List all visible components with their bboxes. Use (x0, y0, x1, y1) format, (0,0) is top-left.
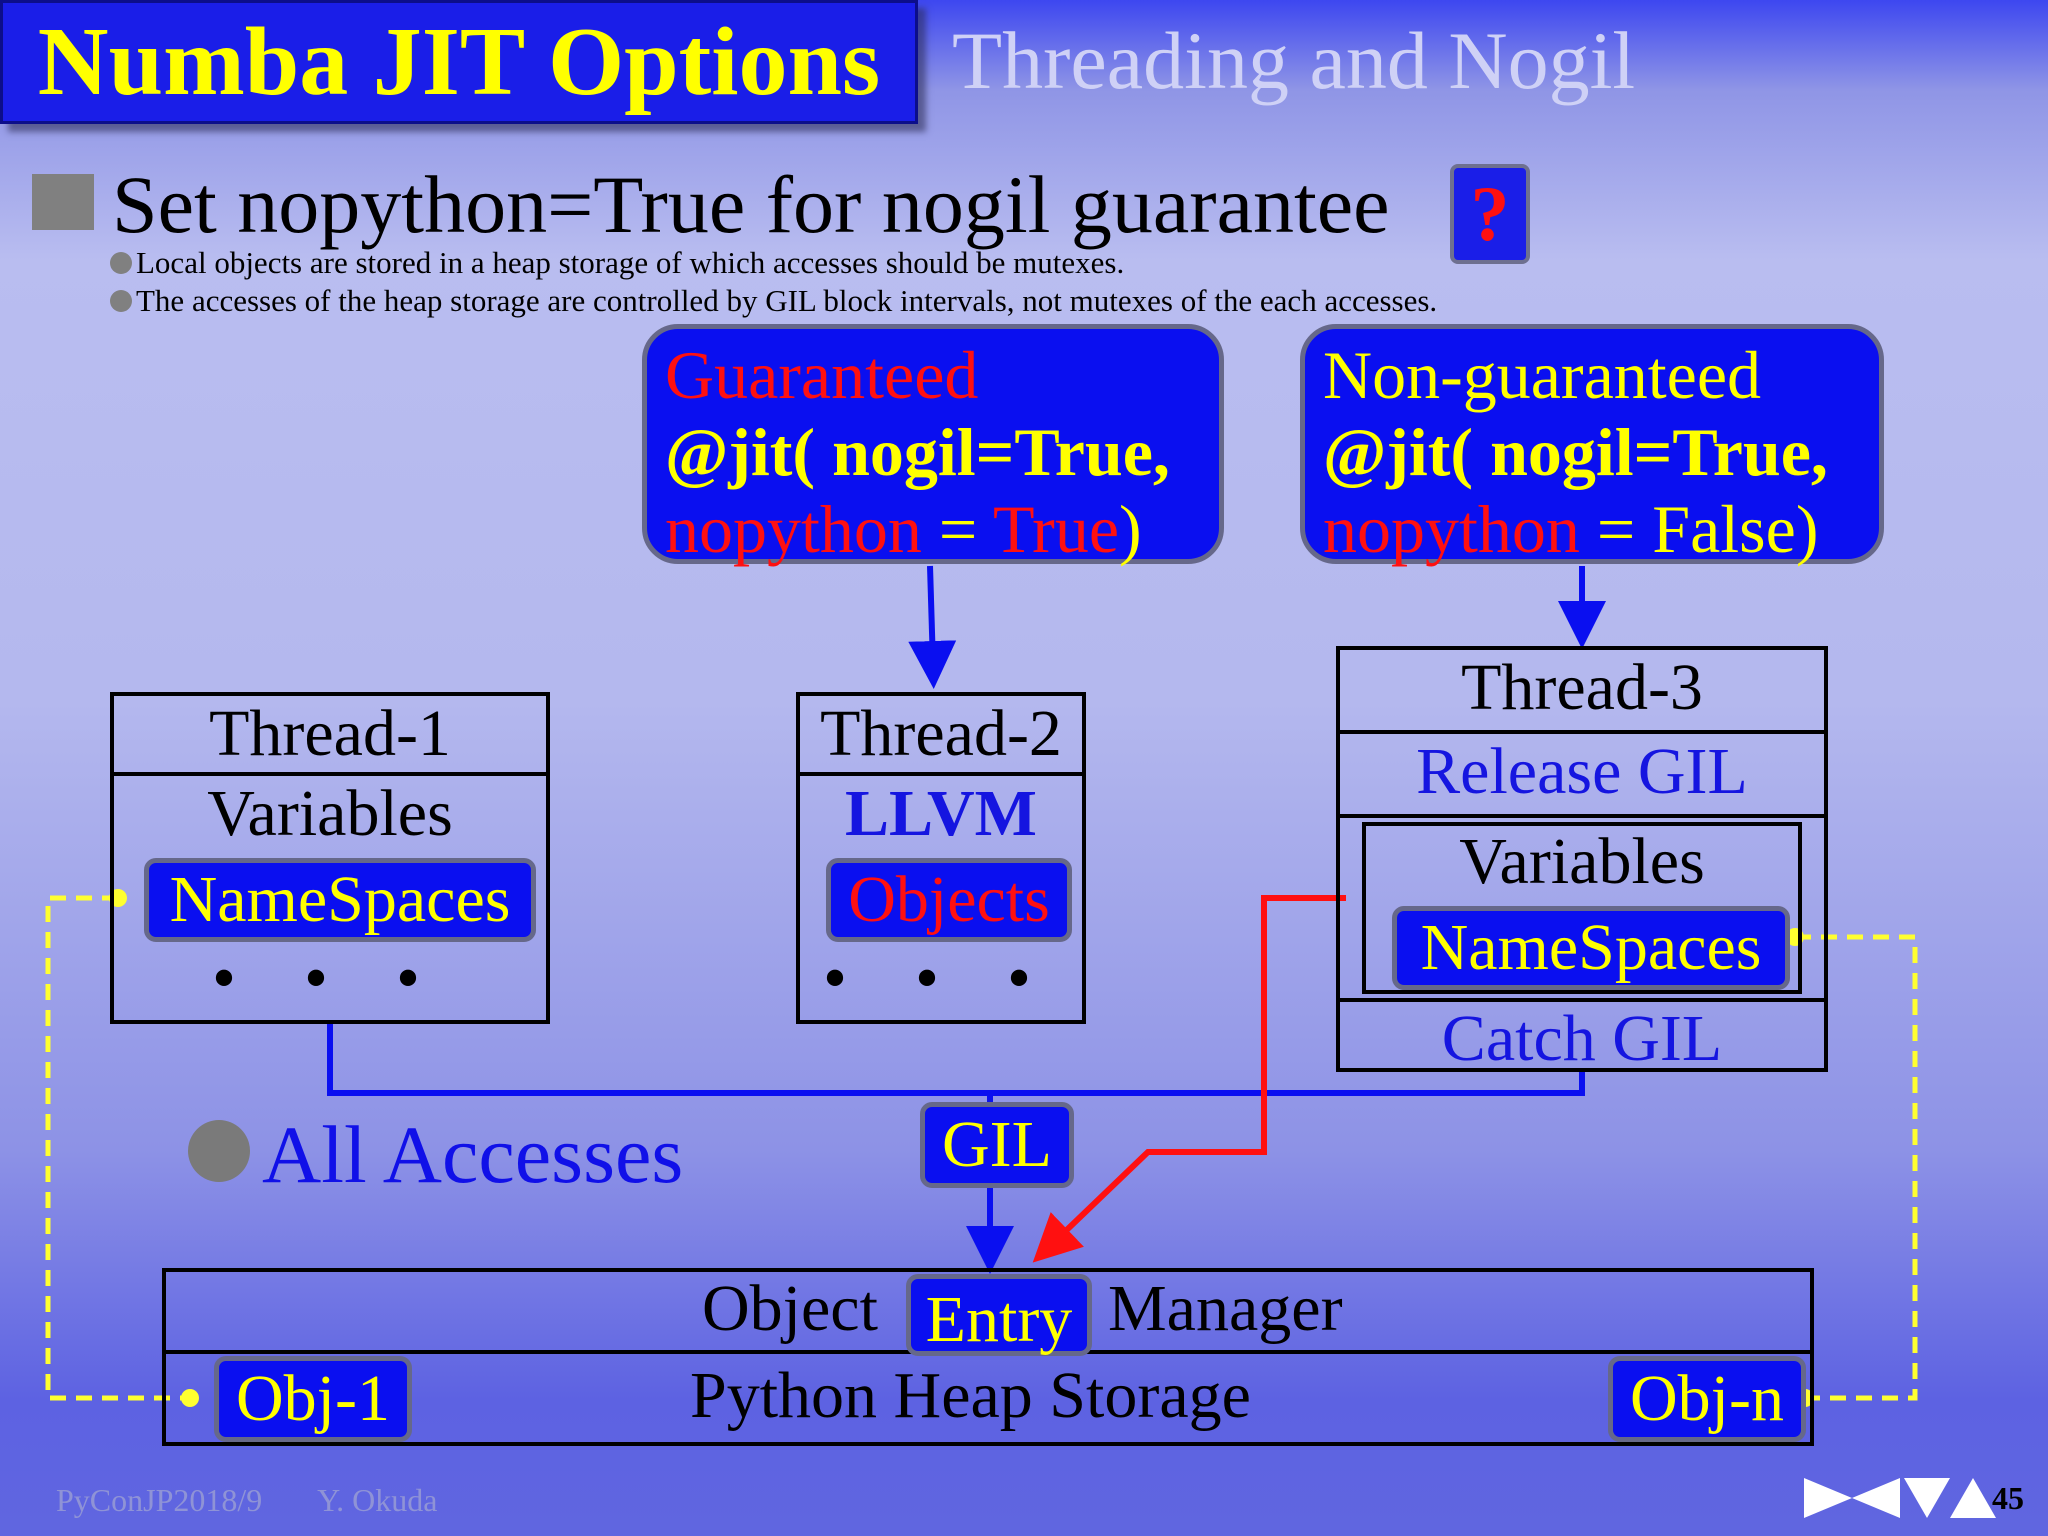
thread3-release-gil: Release GIL (1340, 734, 1824, 818)
thread1-ellipsis: • • • (213, 945, 447, 1011)
thread2-ellipsis: • • • (824, 945, 1058, 1011)
object-manager-left: Object (702, 1272, 878, 1345)
thread1-namespaces: NameSpaces (144, 858, 536, 942)
square-bullet-icon (32, 174, 94, 230)
thread2-objects: Objects (826, 858, 1072, 942)
main-bullet-text: Set nopython=True for nogil guarantee (112, 159, 1390, 250)
slide-title: Numba JIT Options (37, 8, 881, 116)
title-box: Numba JIT Options (0, 0, 918, 124)
gil-badge: GIL (920, 1102, 1074, 1188)
thread3-section: Variables (1459, 825, 1705, 898)
thread3-box: Thread-3 Release GIL Variables NameSpace… (1336, 646, 1828, 1075)
thread3-namespaces: NameSpaces (1392, 906, 1790, 990)
footer: PyConJP2018/9 Y. Okuda (56, 1482, 437, 1519)
obj-1-badge: Obj-1 (214, 1356, 412, 1442)
help-mark: ? (1470, 170, 1510, 257)
sub-bullet-text: Local objects are stored in a heap stora… (136, 245, 1125, 280)
thread1-box: Thread-1 Variables NameSpaces • • • (110, 692, 550, 1024)
thread3-variables-area: Variables NameSpaces (1340, 818, 1824, 1002)
all-accesses-label: All Accesses (262, 1109, 684, 1200)
thread3-title: Thread-3 (1340, 650, 1824, 734)
entry-badge: Entry (906, 1274, 1092, 1356)
thread2-title: Thread-2 (800, 696, 1082, 776)
sub-bullet-1: Local objects are stored in a heap stora… (110, 245, 1124, 281)
help-button[interactable]: ? (1450, 164, 1530, 264)
thread1-section: Variables (207, 777, 453, 850)
arrow-guaranteed-to-thread2 (908, 565, 957, 689)
footer-event: PyConJP2018/9 (56, 1482, 263, 1518)
namespace-ref-thread3 (1795, 934, 1918, 1401)
callout-keyword: nopython (1323, 491, 1580, 567)
thread1-title: Thread-1 (114, 696, 546, 776)
circle-bullet-icon (110, 290, 132, 312)
callout-decorator: @jit( nogil=True, (1323, 414, 1828, 490)
sub-bullet-text: The accesses of the heap storage are con… (136, 283, 1438, 318)
circle-bullet-icon (188, 1120, 250, 1182)
thread2-section: LLVM (845, 777, 1037, 850)
slide-subtitle: Threading and Nogil (952, 15, 1636, 106)
callout-close: ) (1119, 491, 1142, 567)
page-number: 45 (1992, 1480, 2024, 1516)
callout-heading: Non-guaranteed (1323, 337, 1762, 413)
callout-value: False (1652, 491, 1796, 567)
thread2-box: Thread-2 LLVM Objects • • • (796, 692, 1086, 1024)
object-manager-row: Object Entry Manager (166, 1272, 1810, 1356)
object-manager-right: Manager (1108, 1272, 1343, 1345)
callout-equals: = (921, 491, 994, 567)
heap-storage-label: Python Heap Storage (690, 1359, 1251, 1432)
callout-equals: = (1579, 491, 1653, 567)
thread3-variables-box: Variables NameSpaces (1362, 822, 1802, 994)
footer-author: Y. Okuda (317, 1482, 438, 1518)
heap-storage-row: Obj-1 Python Heap Storage Obj-n (166, 1354, 1810, 1446)
obj-n-badge: Obj-n (1608, 1356, 1806, 1442)
heap-box: Object Entry Manager Obj-1 Python Heap S… (162, 1268, 1814, 1446)
circle-bullet-icon (110, 252, 132, 274)
callout-guaranteed: Guaranteed @jit( nogil=True, nopython = … (642, 324, 1224, 567)
callout-decorator: @jit( nogil=True, (665, 414, 1170, 490)
thread3-catch-gil: Catch GIL (1441, 1002, 1723, 1075)
sub-bullet-2: The accesses of the heap storage are con… (110, 283, 1437, 319)
namespace-ref-thread1 (45, 895, 190, 1401)
callout-close: ) (1795, 491, 1819, 567)
callout-value: True (993, 491, 1120, 567)
callout-non-guaranteed: Non-guaranteed @jit( nogil=True, nopytho… (1300, 324, 1884, 567)
gil-access-line (327, 1024, 990, 1096)
callout-keyword: nopython (665, 491, 922, 567)
gil-access-line-thread3 (987, 1070, 1585, 1208)
nogil-direct-path (1032, 895, 1346, 1263)
callout-heading: Guaranteed (665, 337, 979, 413)
